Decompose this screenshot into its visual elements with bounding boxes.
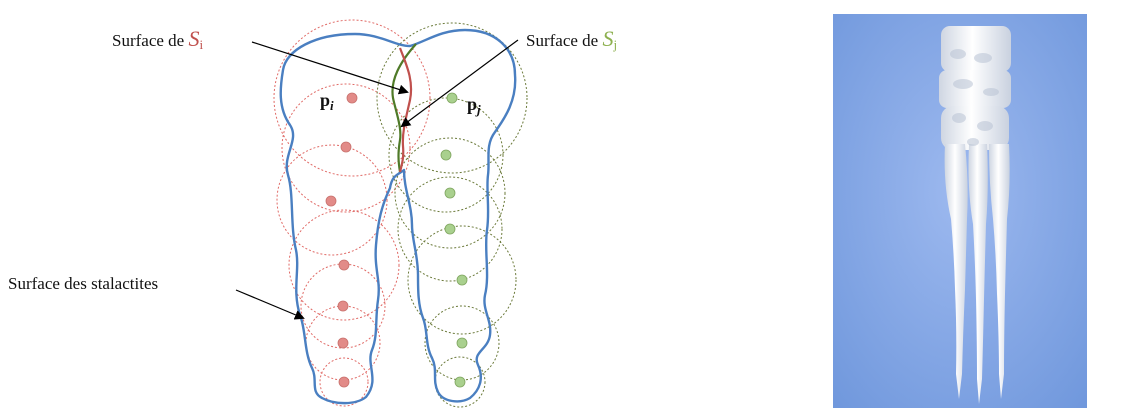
particle-i: [337, 337, 349, 349]
particle-j-circle: [376, 22, 528, 174]
arrow-surface-si: [251, 41, 409, 95]
particle-j: [440, 149, 452, 161]
particle-j-circle: [397, 176, 503, 282]
particle-i-circle: [281, 83, 411, 213]
label-stalactites-surface: Surface des stalactites: [8, 274, 158, 293]
particle-j: [444, 223, 456, 235]
rendered-stalactites: [939, 26, 1011, 404]
particle-j-circle: [407, 225, 517, 335]
particle-i-circle: [276, 144, 388, 256]
particle-i-influence-circles: [273, 19, 431, 407]
particle-j-circle: [394, 137, 506, 249]
particle-j-circle: [388, 97, 504, 213]
particle-j: [444, 187, 456, 199]
particle-j: [454, 376, 466, 388]
particle-i-circle: [273, 19, 431, 177]
label-point-j: pj: [467, 94, 481, 117]
stalactite-particle-diagram: Surface de Si Surface de Sj Surface des …: [8, 19, 617, 408]
particle-i: [337, 300, 349, 312]
label-surface-sj: Surface de Sj: [526, 26, 617, 52]
stalactite-surface-outline: [279, 28, 517, 405]
arrow-stalactites-surface: [235, 289, 305, 320]
particle-i: [338, 376, 350, 388]
annotation-arrows: [235, 39, 519, 320]
particles-j: [440, 92, 468, 388]
particle-i: [325, 195, 337, 207]
particle-j-circle: [434, 356, 486, 408]
label-surface-si: Surface de Si: [112, 26, 203, 52]
label-point-i: pi: [320, 90, 334, 113]
arrow-surface-sj: [400, 39, 519, 128]
particle-j: [446, 92, 458, 104]
particle-i: [338, 259, 350, 271]
particle-j-influence-circles: [376, 22, 528, 408]
particle-i-circle: [319, 357, 369, 407]
surface-sj-curve: [391, 43, 417, 173]
particle-j-circle: [424, 305, 500, 381]
render-shading: [950, 49, 999, 146]
particle-j: [456, 337, 468, 349]
particles-i: [325, 92, 358, 388]
stalactite-render-image: [833, 14, 1087, 408]
particle-i-circle: [288, 209, 400, 321]
particle-i: [340, 141, 352, 153]
particle-j: [456, 274, 468, 286]
particle-i: [346, 92, 358, 104]
